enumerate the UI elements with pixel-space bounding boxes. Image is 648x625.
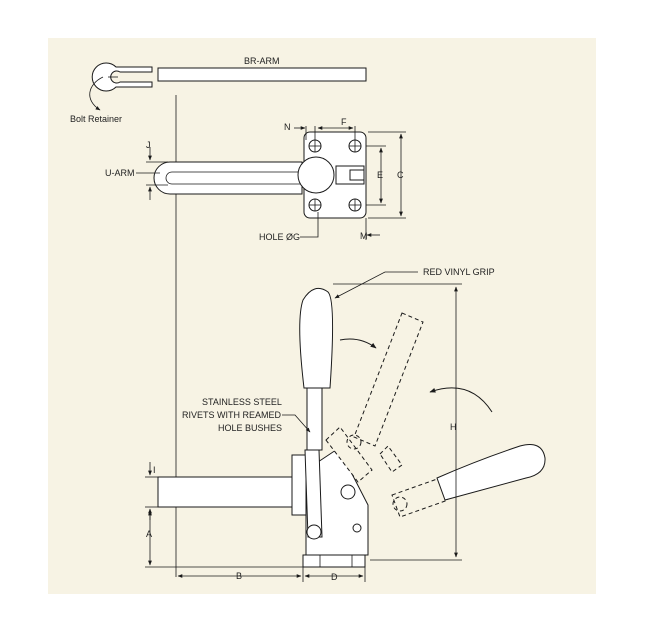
grip-leader — [334, 271, 418, 299]
a-label: A — [146, 529, 152, 539]
spindle-holder — [291, 454, 307, 516]
base-plate-top-view — [297, 131, 367, 219]
bolt-retainer-leader — [89, 76, 104, 111]
i-label: I — [153, 465, 156, 475]
h-label: H — [450, 422, 457, 432]
open-position-outline — [325, 312, 449, 518]
base-side — [302, 554, 366, 568]
grip-open-position — [436, 444, 546, 501]
link-arm — [304, 449, 323, 538]
rivets-label-line1: STAINLESS STEEL — [202, 397, 282, 407]
n-label: N — [284, 122, 291, 132]
rivets-label-line2: RIVETS WITH REAMED — [182, 410, 282, 420]
b-label: B — [236, 571, 242, 581]
m-label: M — [360, 231, 368, 241]
rivet-body — [340, 484, 356, 500]
u-arm-part — [153, 161, 303, 195]
br-arm-label: BR-ARM — [244, 56, 280, 66]
hole-leader — [300, 212, 319, 238]
rotation-arrow-lower — [429, 387, 493, 413]
rivets-leader — [282, 414, 311, 433]
rivets-label-line3: HOLE BUSHES — [218, 423, 282, 433]
f-label: F — [341, 117, 347, 127]
red-vinyl-grip — [299, 287, 334, 389]
spindle-bar — [157, 476, 303, 508]
hole-label: HOLE ØG — [259, 232, 300, 242]
grip-label: RED VINYL GRIP — [423, 267, 495, 277]
bolt-retainer-part — [91, 62, 153, 92]
rivet-lower — [306, 524, 322, 540]
d-label: D — [331, 572, 338, 582]
handle-shaft — [306, 384, 323, 451]
rotation-arrow-upper — [339, 338, 377, 349]
rivet-small — [352, 523, 362, 533]
j-label: J — [146, 140, 151, 150]
bolt-retainer-label: Bolt Retainer — [70, 114, 122, 124]
e-label: E — [377, 170, 383, 180]
c-label: C — [397, 170, 404, 180]
br-arm-part — [157, 67, 367, 82]
u-arm-label: U-ARM — [105, 168, 135, 178]
